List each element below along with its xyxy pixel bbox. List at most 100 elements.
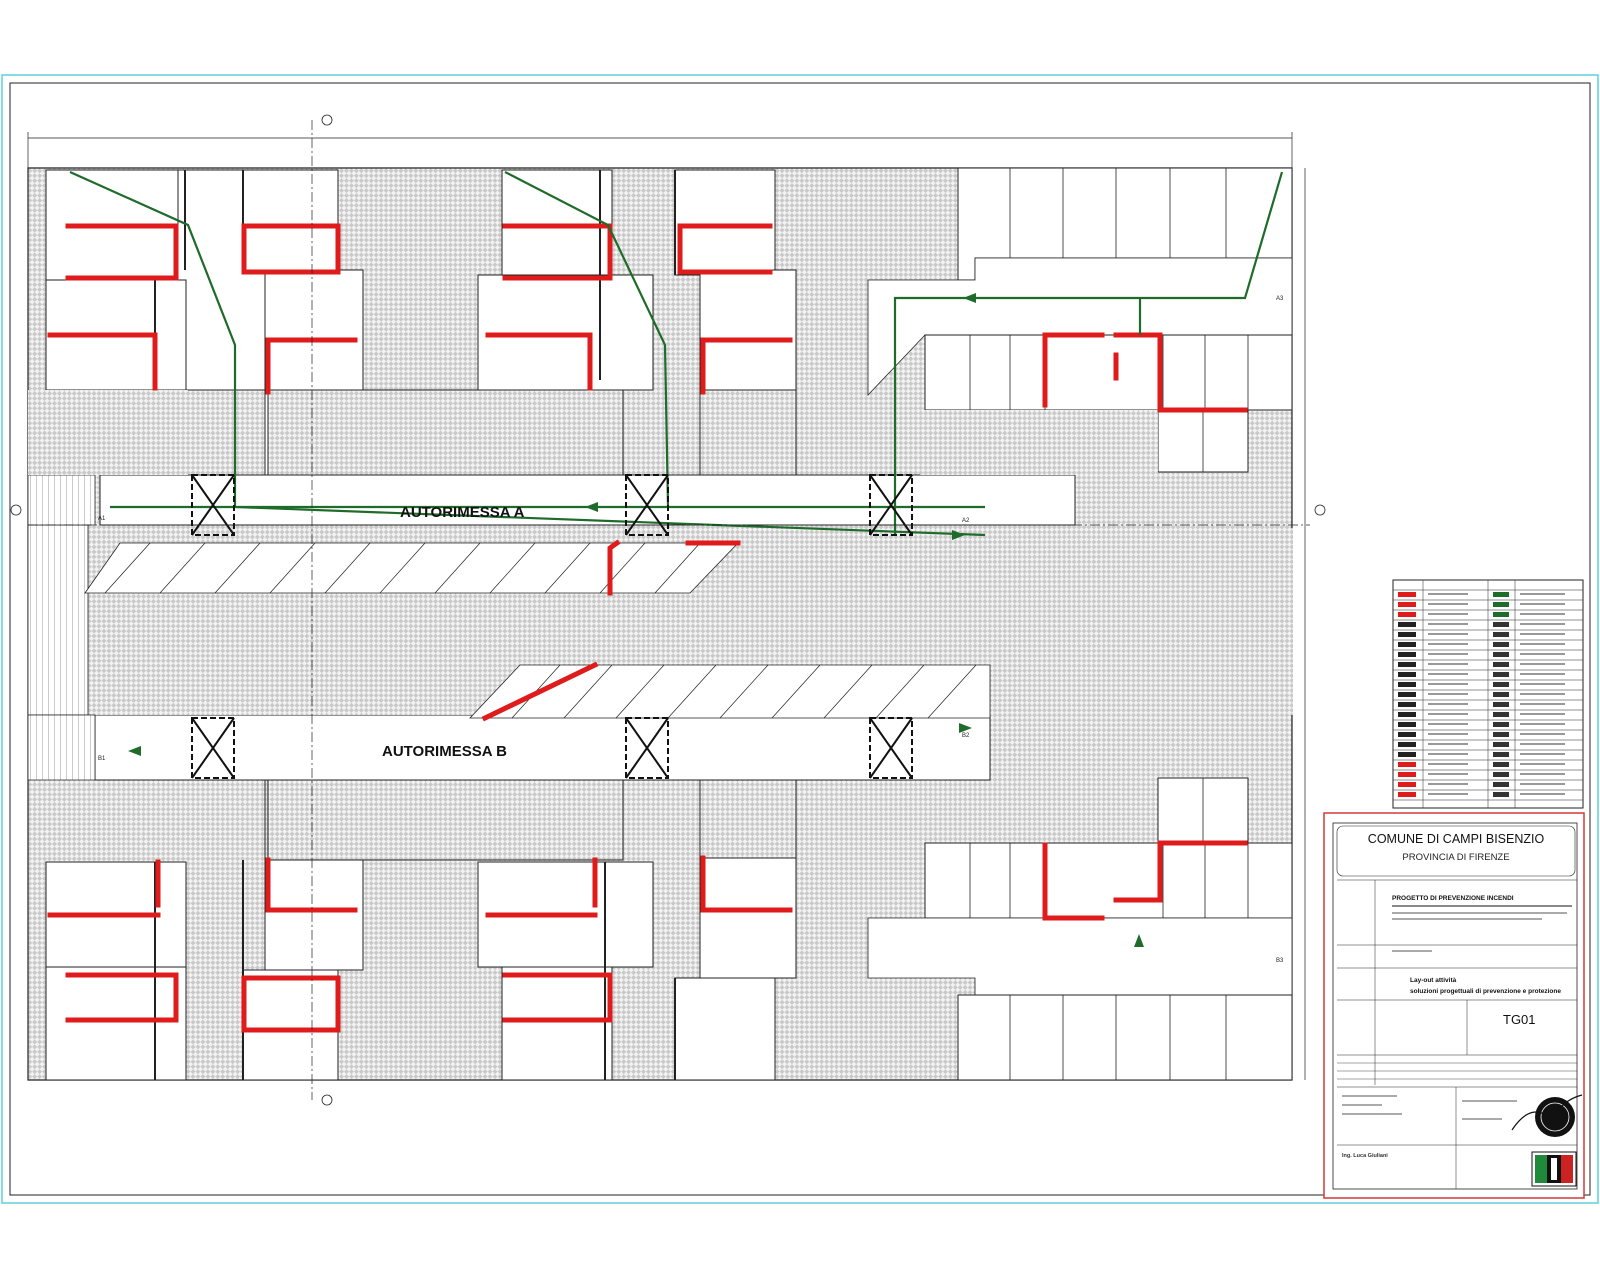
legend-symbol [1493, 692, 1509, 697]
legend-symbol [1398, 622, 1416, 627]
legend-text-line [1428, 703, 1468, 705]
legend-symbol [1493, 772, 1509, 777]
legend-text-line [1520, 623, 1565, 625]
legend-symbol [1493, 752, 1509, 757]
sheet-inner-border [9, 82, 1591, 1196]
stair-shaft-box [625, 717, 669, 779]
engineer-name: Ing. Luca Giuliani [1342, 1153, 1388, 1159]
legend-symbol [1493, 592, 1509, 597]
legend-symbol [1493, 652, 1509, 657]
legend-text-line [1520, 773, 1565, 775]
legend-symbol [1493, 762, 1509, 767]
legend-symbol [1398, 612, 1416, 617]
legend-text-line [1428, 623, 1468, 625]
fire-wall-segment [502, 223, 613, 281]
parking-bay-line [434, 542, 481, 594]
legend-text-line [1520, 743, 1565, 745]
legend-symbol [1398, 772, 1416, 777]
legend-text-line [1520, 733, 1565, 735]
legend-symbol [1493, 792, 1509, 797]
legend-text-line [1520, 713, 1565, 715]
provincia-subtitle: PROVINCIA DI FIRENZE [1402, 852, 1509, 863]
legend-symbol [1398, 642, 1416, 647]
legend-symbol [1398, 712, 1416, 717]
fire-wall-segment [677, 223, 773, 275]
legend-text-line [1520, 723, 1565, 725]
legend-text-line [1428, 653, 1468, 655]
stair-shaft-cross [625, 474, 669, 536]
stair-shaft-box [869, 717, 913, 779]
parking-bay-line [489, 542, 536, 594]
legend-symbol [1493, 662, 1509, 667]
legend-symbol [1493, 702, 1509, 707]
fire-wall-segment [241, 223, 341, 275]
legend-text-line [1520, 613, 1565, 615]
legend-symbol [1398, 722, 1416, 727]
legend-text-line [1428, 613, 1468, 615]
parking-row-lower [469, 664, 991, 719]
legend-text-line [1428, 733, 1468, 735]
parking-bay-line [269, 542, 316, 594]
legend-text-line [1428, 673, 1468, 675]
fire-wall-segment [485, 332, 593, 391]
parking-bay-line [719, 664, 769, 719]
legend-text-line [1520, 693, 1565, 695]
fire-wall-segment [47, 332, 158, 391]
legend-symbol [1398, 782, 1416, 787]
parking-bay-line [615, 664, 665, 719]
parking-bay-line [563, 664, 613, 719]
legend-symbol [1398, 752, 1416, 757]
legend-text-line [1428, 723, 1468, 725]
sheet-outer-border [1, 74, 1599, 1204]
legend-text-line [1520, 603, 1565, 605]
escape-arrows [128, 293, 1144, 947]
parking-bay-line [379, 542, 426, 594]
sheet-code: TG01 [1503, 1012, 1536, 1027]
legend-symbol [1493, 732, 1509, 737]
stair-shaft-box [625, 474, 669, 536]
legend-symbol [1493, 602, 1509, 607]
legend-symbol [1398, 732, 1416, 737]
exit-label: A1 [98, 516, 106, 522]
fire-wall-segment [502, 972, 613, 1023]
stair-shaft-cross [191, 717, 235, 779]
legend-text-line [1520, 663, 1565, 665]
exit-label: A3 [1276, 296, 1284, 302]
legend-text-line [1428, 763, 1468, 765]
legend-symbol [1493, 742, 1509, 747]
legend-text-line [1520, 633, 1565, 635]
fire-wall-segment [241, 975, 341, 1033]
legend-symbol [1398, 742, 1416, 747]
stair-shaft-box [869, 474, 913, 536]
fire-wall-segment [265, 857, 358, 913]
legend-text-line [1428, 643, 1468, 645]
legend-symbol [1398, 692, 1416, 697]
stair-shaft-box [191, 474, 235, 536]
legend-text-line [1520, 793, 1565, 795]
fire-wall-segment [65, 223, 179, 281]
parking-bay-line [214, 542, 261, 594]
legend-symbol [1493, 612, 1509, 617]
list-item-1: Lay-out attività [1410, 977, 1457, 984]
stair-shaft-cross [625, 717, 669, 779]
legend-symbol [1493, 632, 1509, 637]
legend-text-line [1428, 593, 1468, 595]
title-block: COMUNE DI CAMPI BISENZIO PROVINCIA DI FI… [1323, 812, 1585, 1199]
parking-bay-line [654, 542, 701, 594]
signature-mark [1511, 1094, 1583, 1131]
legend-text-line [1520, 683, 1565, 685]
legend-text-line [1428, 743, 1468, 745]
box-partitions [154, 168, 1249, 1080]
legend-symbol [1493, 782, 1509, 787]
legend-symbol [1398, 682, 1416, 687]
parking-row-upper [84, 542, 739, 594]
legend-text-line [1520, 753, 1565, 755]
parking-bay-line [823, 664, 873, 719]
legend-text-line [1520, 643, 1565, 645]
legend-symbol [1398, 632, 1416, 637]
legend-text-line [1428, 683, 1468, 685]
legend-symbol [1398, 792, 1416, 797]
legend-symbol [1493, 622, 1509, 627]
exit-label: A2 [962, 518, 970, 524]
